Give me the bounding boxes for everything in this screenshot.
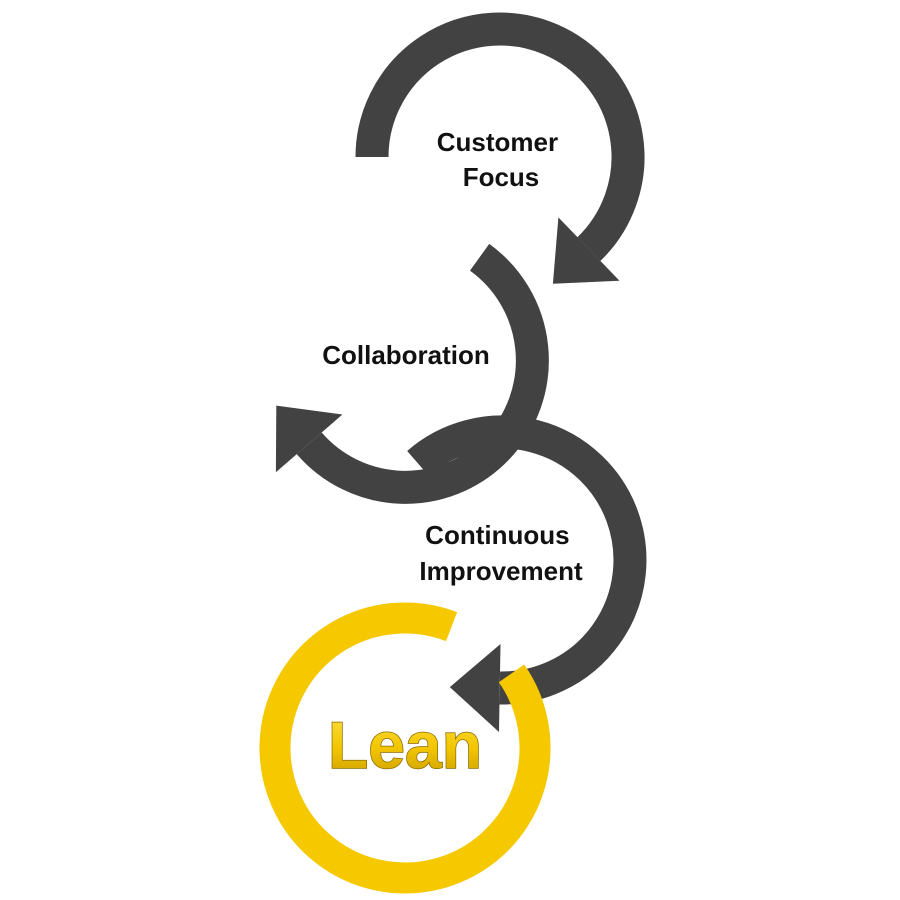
continuous-improvement-arrow xyxy=(407,415,647,732)
step-label-customer-focus: Customer Focus xyxy=(437,127,566,192)
step-label-line: Focus xyxy=(463,162,540,192)
lean-ring xyxy=(259,602,551,894)
collaboration-arrow xyxy=(275,243,549,504)
step-label-line: Collaboration xyxy=(322,340,490,370)
continuous-improvement-arrowhead xyxy=(449,644,501,732)
step-label-collaboration: Collaboration xyxy=(322,340,490,370)
customer-focus-arc xyxy=(355,12,645,261)
step-label-line: Continuous xyxy=(425,520,569,550)
continuous-improvement-arc xyxy=(407,415,647,705)
step-label-line: Improvement xyxy=(419,556,583,586)
lean-label: Lean xyxy=(328,708,482,782)
collaboration-arrowhead xyxy=(275,405,343,473)
customer-focus-arrowhead xyxy=(552,217,620,284)
step-label-continuous-improvement: Continuous Improvement xyxy=(419,520,583,586)
step-label-line: Customer xyxy=(437,127,558,157)
customer-focus-arrow xyxy=(355,12,645,284)
